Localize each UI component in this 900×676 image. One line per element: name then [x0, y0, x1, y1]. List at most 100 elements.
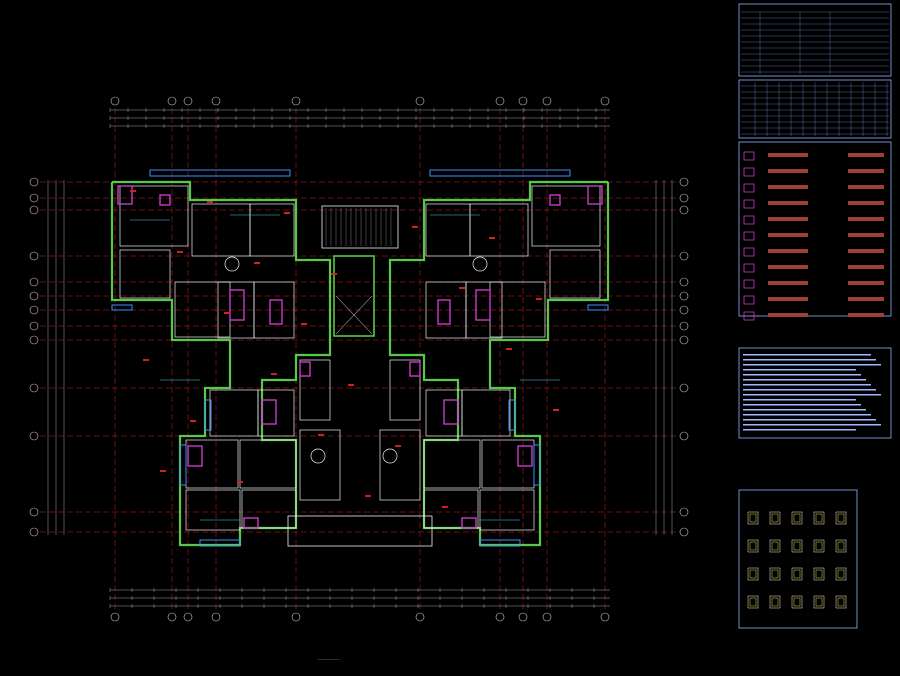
- room-wall: [549, 249, 601, 299]
- window: [149, 169, 291, 177]
- fixture: [117, 185, 133, 205]
- room-tag-circle: [310, 448, 326, 464]
- axis-bubble-right: [679, 291, 689, 301]
- axis-bubbles: [29, 96, 689, 622]
- room-wall: [257, 389, 295, 437]
- fixture: [475, 289, 491, 321]
- note-line: [743, 404, 861, 406]
- legend-swatch: [743, 295, 755, 305]
- text-mark: [177, 251, 183, 253]
- note-line: [743, 354, 871, 356]
- detail-rebar: [793, 569, 801, 579]
- legend-text: [768, 153, 808, 157]
- detail-rebar: [749, 569, 757, 579]
- room-wall: [241, 489, 297, 529]
- detail-rebar: [749, 513, 757, 523]
- legend-swatch: [743, 167, 755, 177]
- note-line: [743, 394, 881, 396]
- axis-bubble-left: [29, 507, 39, 517]
- text-mark: [489, 237, 495, 239]
- note-line: [743, 364, 881, 366]
- text-mark: [506, 348, 512, 350]
- dimension-lines: [47, 108, 673, 608]
- axis-bubble-right: [679, 527, 689, 537]
- panel-notes: [738, 347, 892, 439]
- axis-bubble-right: [679, 305, 689, 315]
- panel-legend: [738, 141, 892, 317]
- text-mark: [284, 212, 290, 214]
- axis-bubble-bottom: [110, 612, 120, 622]
- fixture: [299, 361, 311, 377]
- fixture: [587, 185, 603, 205]
- stair-core: [321, 205, 399, 249]
- detail-rebar: [815, 569, 823, 579]
- detail-section: [791, 539, 803, 553]
- room-wall: [425, 281, 467, 339]
- legend-swatch: [743, 231, 755, 241]
- detail-section: [769, 567, 781, 581]
- legend-text: [768, 297, 808, 301]
- room-wall: [423, 489, 479, 529]
- detail-section: [769, 539, 781, 553]
- legend-text: [848, 217, 884, 221]
- text-mark: [160, 470, 166, 472]
- elevator-core: [333, 255, 375, 337]
- window: [479, 539, 521, 547]
- axis-bubble-bottom: [600, 612, 610, 622]
- axis-bubble-left: [29, 527, 39, 537]
- text-mark: [412, 226, 418, 228]
- text-mark: [207, 201, 213, 203]
- legend-text: [848, 233, 884, 237]
- axis-bubble-left: [29, 291, 39, 301]
- axis-bubble-bottom: [415, 612, 425, 622]
- detail-rebar: [815, 541, 823, 551]
- axis-bubble-left: [29, 383, 39, 393]
- room-tag-circle: [472, 256, 488, 272]
- room-wall: [299, 359, 331, 421]
- legend-text: [768, 217, 808, 221]
- note-line: [743, 374, 861, 376]
- detail-section: [835, 511, 847, 525]
- detail-section: [791, 567, 803, 581]
- text-mark: [331, 273, 337, 275]
- axis-bubble-left: [29, 431, 39, 441]
- axis-bubble-left: [29, 305, 39, 315]
- text-mark: [348, 384, 354, 386]
- room-wall: [249, 203, 295, 257]
- panel-schedule-table: [738, 79, 892, 139]
- detail-rebar: [749, 597, 757, 607]
- detail-section: [747, 595, 759, 609]
- text-mark: [318, 434, 324, 436]
- note-line: [743, 429, 856, 431]
- legend-text: [768, 249, 808, 253]
- legend-text: [848, 265, 884, 269]
- axis-bubble-bottom: [291, 612, 301, 622]
- window: [508, 399, 516, 431]
- text-mark: [224, 312, 230, 314]
- detail-rebar: [837, 541, 845, 551]
- legend-swatch: [743, 151, 755, 161]
- detail-rebar: [771, 597, 779, 607]
- axis-bubble-bottom: [211, 612, 221, 622]
- axis-bubble-top: [110, 96, 120, 106]
- legend-swatch: [743, 183, 755, 193]
- note-line: [743, 359, 876, 361]
- legend-swatch: [743, 263, 755, 273]
- axis-bubble-bottom: [495, 612, 505, 622]
- room-wall: [479, 489, 535, 531]
- room-wall: [239, 439, 297, 489]
- axis-bubble-top: [415, 96, 425, 106]
- text-mark: [365, 495, 371, 497]
- room-wall: [299, 429, 341, 501]
- fixture: [443, 399, 459, 425]
- axis-bubble-bottom: [167, 612, 177, 622]
- axis-bubble-bottom: [183, 612, 193, 622]
- text-mark: [130, 190, 136, 192]
- text-mark: [395, 445, 401, 447]
- detail-rebar: [771, 541, 779, 551]
- detail-rebar: [771, 513, 779, 523]
- legend-text: [848, 297, 884, 301]
- detail-section: [747, 511, 759, 525]
- window: [199, 539, 241, 547]
